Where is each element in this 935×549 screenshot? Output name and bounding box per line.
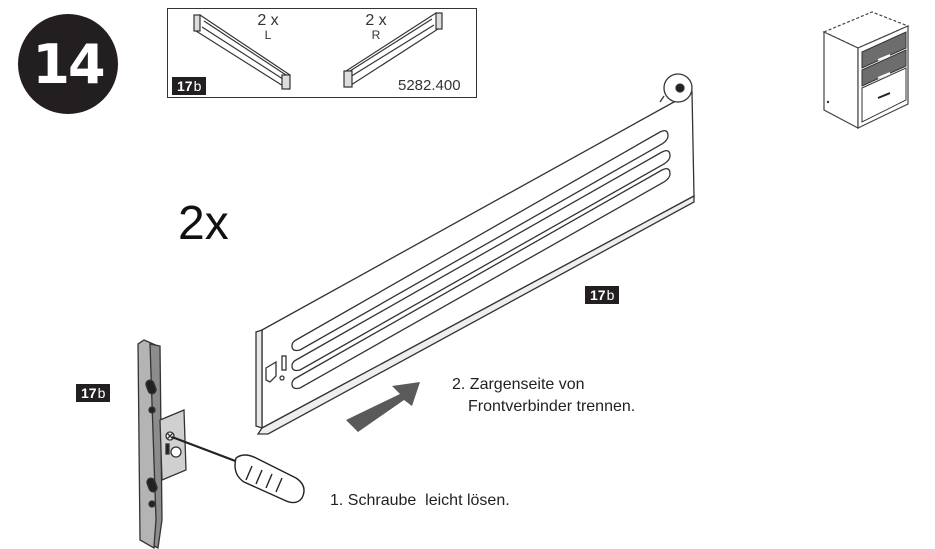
right-side-label: R — [371, 28, 381, 42]
rail-roller-icon — [659, 73, 693, 103]
step-number-circle: 14 — [18, 14, 118, 114]
connector-badge-suffix: b — [97, 385, 106, 401]
rail-badge-num: 17 — [590, 287, 606, 303]
article-number: 5282.400 — [398, 77, 461, 94]
left-side-label: L — [264, 28, 272, 42]
left-part-qty: 2 x L — [248, 13, 288, 43]
drawer-side-rail — [255, 90, 695, 435]
drawer-side-right-icon — [343, 11, 443, 89]
screwdriver-icon — [171, 435, 305, 504]
cabinet-thumbnail-icon — [822, 11, 910, 129]
right-qty-text: 2 x — [365, 12, 387, 29]
drawer-side-left-icon — [193, 14, 291, 91]
left-qty-text: 2 x — [257, 12, 279, 29]
instruction-step-2: 2. Zargenseite von Frontverbinder trenne… — [452, 374, 635, 418]
instruction-step-2-line2: Frontverbinder trennen. — [468, 398, 636, 415]
instruction-step-2-line1: 2. Zargenseite von — [452, 376, 585, 393]
instruction-step-1: 1. Schraube leicht lösen. — [330, 492, 510, 509]
rail-badge-suffix: b — [606, 287, 615, 303]
front-connector — [137, 339, 187, 549]
step-number: 14 — [32, 32, 105, 96]
quantity-multiplier: 2x — [178, 197, 229, 250]
right-part-qty: 2 x R — [356, 13, 396, 43]
push-arrow-icon — [346, 382, 420, 432]
parts-badge-num: 17 — [177, 78, 193, 94]
drawer-sides-illustration — [193, 11, 443, 91]
connector-badge-num: 17 — [81, 385, 97, 401]
parts-badge-suffix: b — [193, 78, 202, 94]
